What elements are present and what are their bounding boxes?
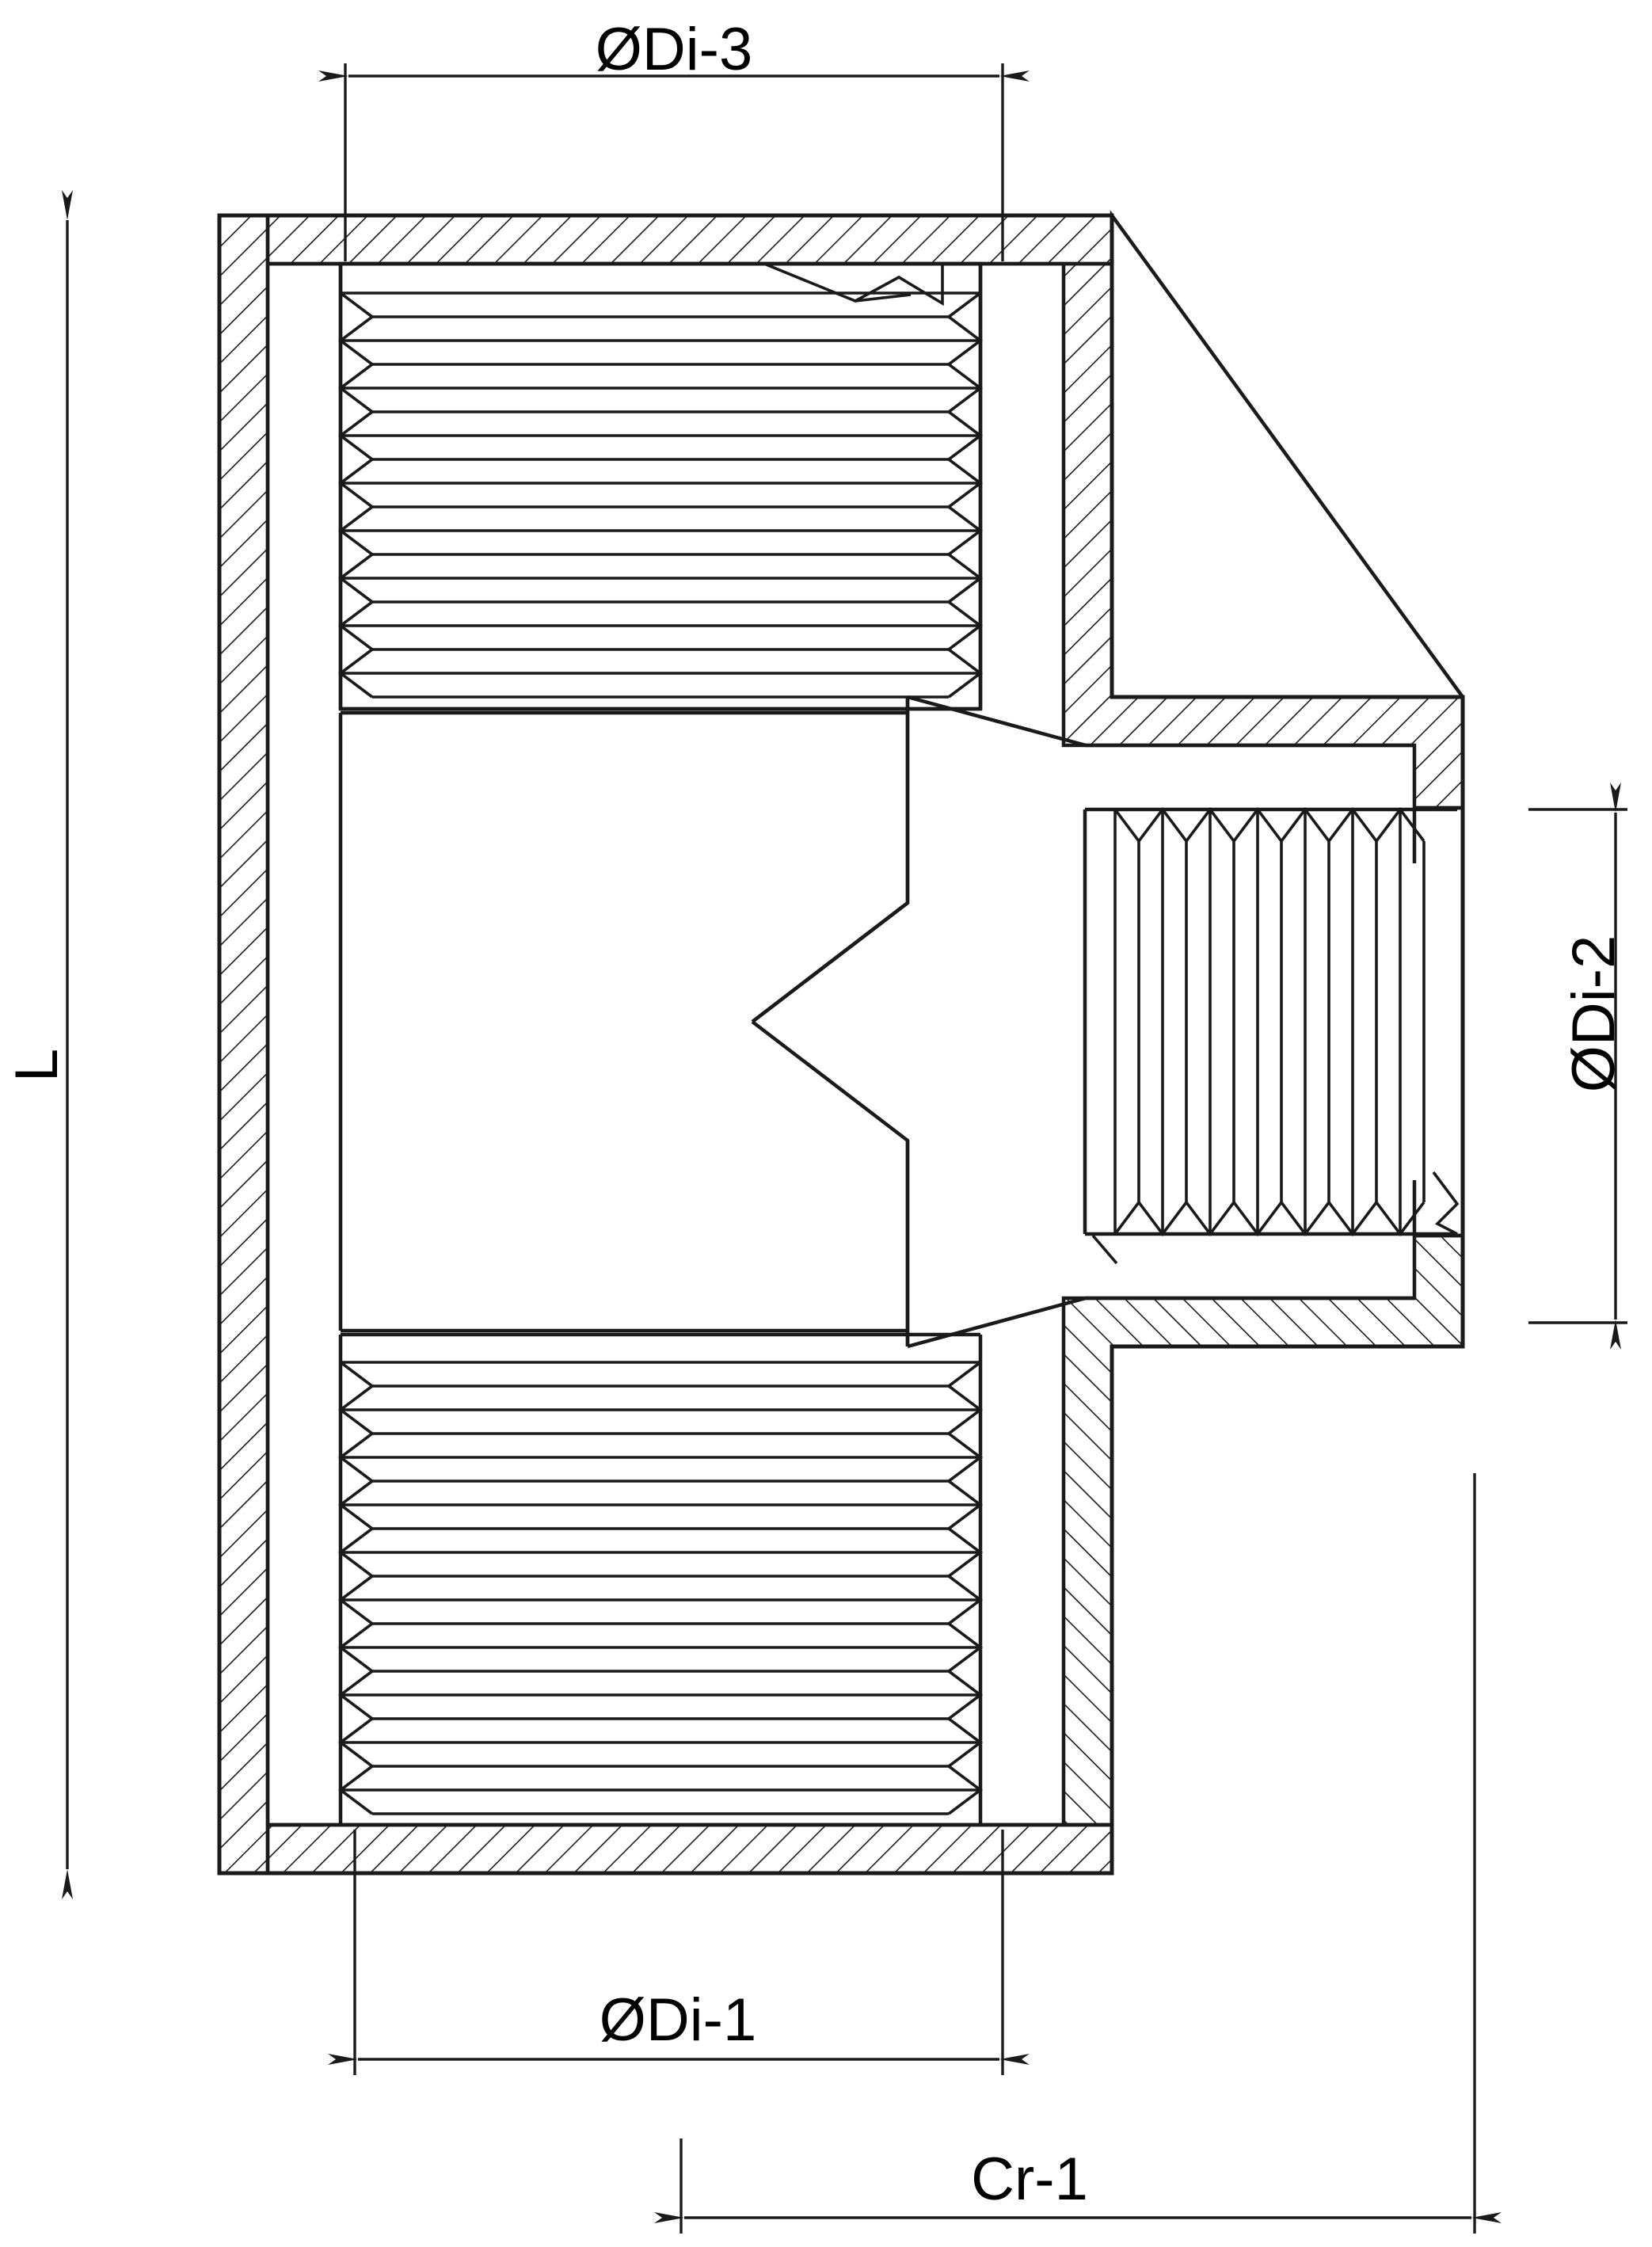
label-di-1: ØDi-1 bbox=[600, 1986, 756, 2054]
thread-branch bbox=[1083, 807, 1460, 1265]
dimension-di-2 bbox=[1528, 783, 1627, 1350]
thread-bottom bbox=[338, 1332, 983, 1825]
dimension-annotations bbox=[62, 63, 1627, 2234]
label-di-3: ØDi-3 bbox=[596, 16, 752, 83]
dimension-di-3 bbox=[318, 63, 1030, 261]
label-di-2: ØDi-2 bbox=[1560, 935, 1627, 1092]
thread-top bbox=[338, 261, 983, 711]
dimension-di-1 bbox=[328, 1830, 1030, 2075]
dimension-cr-1 bbox=[654, 1473, 1502, 2234]
label-l: L bbox=[3, 1049, 70, 1082]
label-cr-1: Cr-1 bbox=[971, 2146, 1088, 2213]
fitting-geometry bbox=[217, 210, 1465, 1876]
